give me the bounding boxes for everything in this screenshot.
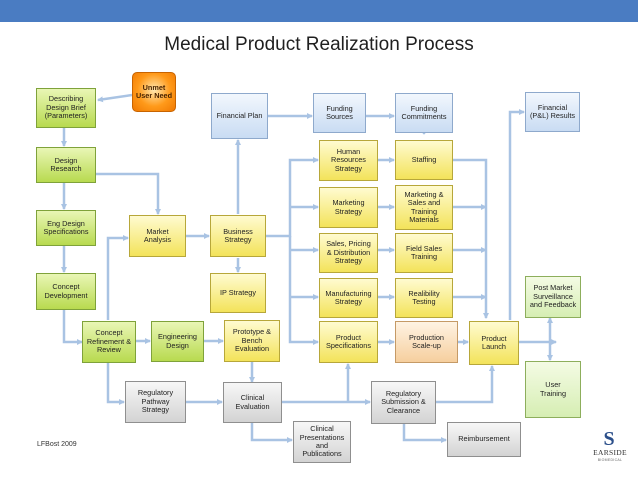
page-title: Medical Product Realization Process — [164, 34, 474, 55]
node-concept-refinement: Concept Refinement & Review — [82, 321, 136, 363]
node-reliability-testing: Realibility Testing — [395, 278, 453, 318]
node-product-specifications: Product Specifications — [319, 321, 378, 363]
node-manufacturing-strategy: Manufacturing Strategy — [319, 278, 378, 318]
logo-letter: S — [603, 428, 615, 450]
node-financial-plan: Financial Plan — [211, 93, 268, 139]
node-financial-results: Financial (P&L) Results — [525, 92, 580, 132]
node-reimbursement: Reimbursement — [447, 422, 521, 457]
node-regulatory-submission: Regulatory Submission & Clearance — [371, 381, 436, 424]
node-user-training: User Training — [525, 361, 581, 418]
node-funding-commitments: Funding Commitments — [395, 93, 453, 133]
node-regulatory-pathway-strategy: Regulatory Pathway Strategy — [125, 381, 186, 423]
node-field-sales-training: Field Sales Training — [395, 233, 453, 273]
node-staffing: Staffing — [395, 140, 453, 180]
node-concept-development: Concept Development — [36, 273, 96, 310]
logo-word: EARSIDE — [593, 448, 627, 457]
node-production-scale-up: Production Scale-up — [395, 321, 458, 363]
node-sales-pricing-distribution-strategy: Sales, Pricing & Distribution Strategy — [319, 233, 378, 273]
node-clinical-presentations: Clinical Presentations and Publications — [293, 421, 351, 463]
node-product-launch: Product Launch — [469, 321, 519, 365]
company-logo: S EARSIDE BIOMEDICAL — [590, 428, 630, 468]
node-marketing-sales-training-materials: Marketing & Sales and Training Materials — [395, 185, 453, 230]
top-accent-bar — [0, 0, 638, 22]
node-prototype-bench-evaluation: Prototype & Bench Evaluation — [224, 320, 280, 362]
node-describing-design-brief: Describing Design Brief (Parameters) — [36, 88, 96, 128]
node-clinical-evaluation: Clinical Evaluation — [223, 382, 282, 423]
node-ip-strategy: IP Strategy — [210, 273, 266, 313]
node-human-resources-strategy: Human Resources Strategy — [319, 140, 378, 181]
node-engineering-design: Engineering Design — [151, 321, 204, 362]
logo-subtitle: BIOMEDICAL — [597, 458, 623, 462]
node-market-analysis: Market Analysis — [129, 215, 186, 257]
node-post-market-surveillance: Post Market Surveillance and Feedback — [525, 276, 581, 318]
node-funding-sources: Funding Sources — [313, 93, 366, 133]
node-marketing-strategy: Marketing Strategy — [319, 187, 378, 228]
credit-text: LFBost 2009 — [37, 441, 77, 448]
node-design-research: Design Research — [36, 147, 96, 183]
node-business-strategy: Business Strategy — [210, 215, 266, 257]
node-eng-design-specifications: Eng Design Specifications — [36, 210, 96, 246]
node-unmet-user-need: Unmet User Need — [132, 72, 176, 112]
